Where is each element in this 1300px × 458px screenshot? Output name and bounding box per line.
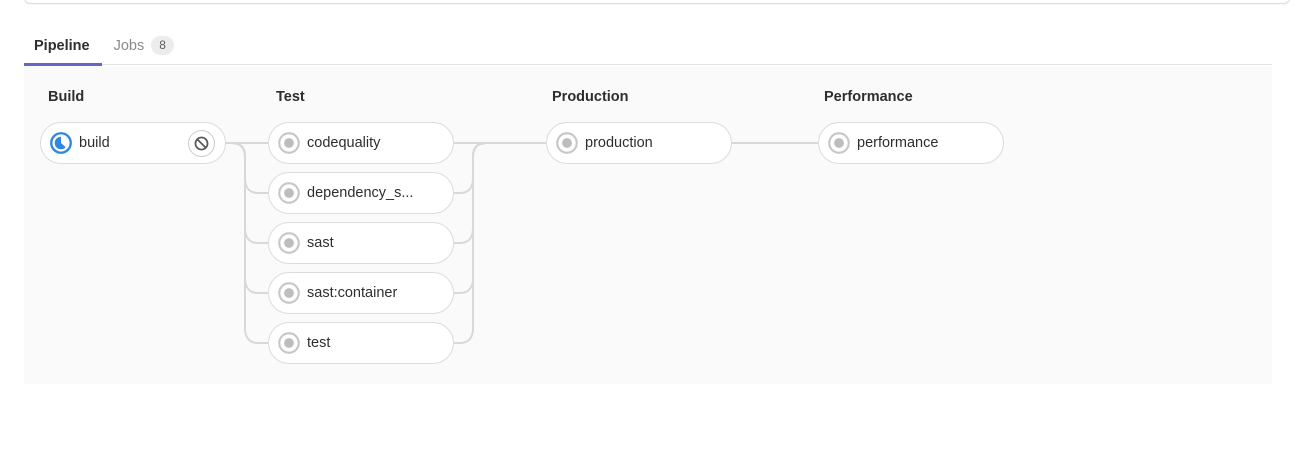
pipeline-tabs: Pipeline Jobs 8 xyxy=(24,27,1272,66)
job-label: performance xyxy=(857,135,939,151)
status-created-icon xyxy=(278,132,300,154)
job-label: sast xyxy=(307,235,334,251)
job-codequality[interactable]: codequality xyxy=(268,122,454,164)
status-created-icon xyxy=(556,132,578,154)
stage-header-performance: Performance xyxy=(824,89,913,105)
pipeline-summary-card-edge xyxy=(24,0,1290,4)
jobs-count-badge: 8 xyxy=(151,36,174,55)
stage-header-test: Test xyxy=(276,89,305,105)
job-performance[interactable]: performance xyxy=(818,122,1004,164)
job-production[interactable]: production xyxy=(546,122,732,164)
cancel-job-button[interactable] xyxy=(188,129,215,157)
job-label: dependency_s... xyxy=(307,185,414,201)
job-dependency-scanning[interactable]: dependency_s... xyxy=(268,172,454,214)
job-sast-container[interactable]: sast:container xyxy=(268,272,454,314)
status-created-icon xyxy=(278,232,300,254)
pipeline-connector-lines xyxy=(226,142,818,344)
tab-pipeline[interactable]: Pipeline xyxy=(24,27,102,66)
job-label: build xyxy=(79,135,110,151)
ban-icon xyxy=(194,136,209,150)
job-test[interactable]: test xyxy=(268,322,454,364)
job-label: sast:container xyxy=(307,285,398,301)
job-label: production xyxy=(585,135,653,151)
status-created-icon xyxy=(828,132,850,154)
job-label: codequality xyxy=(307,135,381,151)
stage-header-production: Production xyxy=(552,89,629,105)
job-sast[interactable]: sast xyxy=(268,222,454,264)
job-build[interactable]: build xyxy=(40,122,226,164)
stage-header-build: Build xyxy=(48,89,85,105)
status-created-icon xyxy=(278,182,300,204)
tab-jobs[interactable]: Jobs 8 xyxy=(102,27,186,64)
status-running-icon xyxy=(50,132,72,154)
pipeline-graph: Build Test Production Performance build xyxy=(24,66,1272,384)
status-created-icon xyxy=(278,332,300,354)
job-label: test xyxy=(307,335,331,351)
status-created-icon xyxy=(278,282,300,304)
tab-pipeline-label: Pipeline xyxy=(34,37,90,54)
tab-jobs-label: Jobs xyxy=(113,37,145,54)
